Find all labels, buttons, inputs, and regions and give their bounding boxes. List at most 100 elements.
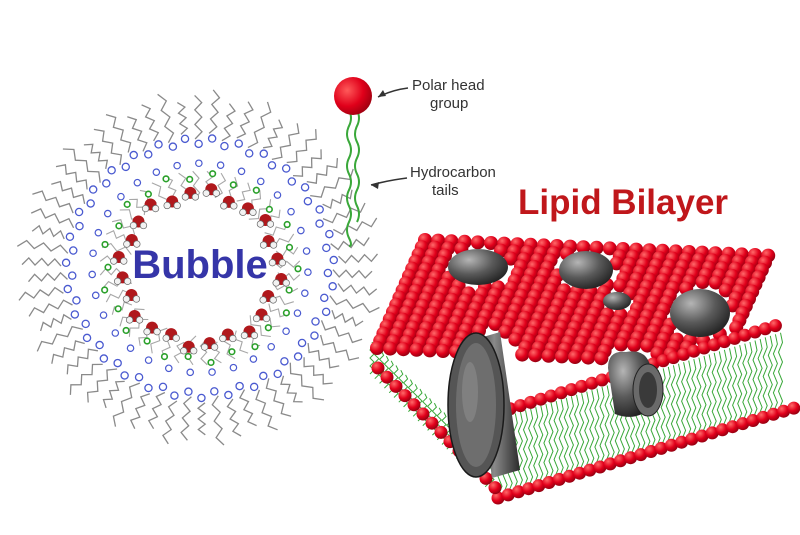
water-hydrogen [122, 295, 131, 303]
lower-head-ball-left [371, 361, 385, 375]
bilayer-tail-front [594, 388, 600, 467]
lipid-head-ball [508, 332, 523, 347]
water-hydrogen [110, 257, 118, 265]
lipid-tail [271, 123, 300, 161]
lipid-tail [93, 128, 123, 165]
lower-head-ball [613, 454, 627, 468]
lower-head-ball [726, 420, 740, 434]
counter-ion [144, 190, 152, 198]
lipid-tail-inner [268, 303, 289, 318]
lipid-head [102, 179, 111, 188]
lipid-tail [102, 380, 125, 409]
lipid-head-ball [614, 337, 628, 352]
lipid-head-ball [528, 348, 543, 363]
lipid-head [220, 141, 229, 151]
bilayer-tail-front [772, 334, 778, 413]
water-hydrogen [133, 240, 141, 248]
counter-ion [104, 263, 112, 271]
bilayer-tail-front [517, 411, 523, 490]
lipid-head [107, 166, 116, 175]
lower-head-ball-left [434, 425, 448, 439]
water-hydrogen [219, 334, 227, 343]
bubble-head-layer [61, 134, 338, 403]
lipid-tail [51, 180, 86, 205]
water-hydrogen [113, 277, 122, 285]
water-hydrogen [239, 208, 247, 216]
lipid-head [300, 183, 310, 192]
lipid-tail [31, 224, 65, 240]
water-hydrogen [256, 220, 265, 228]
lipid-head-inner [144, 356, 153, 364]
bilayer-tail-front [691, 358, 697, 438]
water-hydrogen [229, 334, 237, 343]
lipid-head [259, 371, 268, 381]
hydrocarbon-label-line2: tails [432, 182, 459, 199]
lipid-head-inner [297, 226, 305, 235]
lipid-head [197, 393, 206, 403]
lipid-head-ball [576, 240, 591, 255]
lipid-tail [211, 395, 225, 446]
lower-head-ball-left [416, 407, 430, 421]
lipid-tail-inner [273, 260, 301, 269]
water-hydrogen [268, 259, 277, 267]
counter-ion [101, 286, 109, 294]
hydrocarbon-tail-left [346, 109, 352, 247]
lipid-head-ball [498, 324, 513, 339]
lower-head-ball [644, 445, 658, 458]
lower-head-ball [695, 429, 709, 443]
protein-cylinder-left [447, 332, 520, 478]
lipid-head-ball [609, 256, 624, 271]
lipid-head [113, 358, 122, 368]
water-hydrogen [125, 316, 134, 324]
bilayer-tail-front [721, 349, 727, 428]
counter-ion [143, 337, 151, 345]
counter-ion [115, 222, 123, 230]
water-molecule [181, 186, 200, 201]
water-hydrogen [278, 259, 287, 267]
lipid-head [325, 229, 334, 239]
lower-head-ball [685, 432, 699, 446]
lower-head-ball-left [488, 481, 502, 495]
lipid-tail [332, 217, 378, 236]
hydrocarbon-callout: Hydrocarbon tails [370, 164, 496, 199]
bilayer-tail-front [711, 352, 717, 432]
lipid-tail [247, 101, 272, 149]
bilayer-tail-front [604, 385, 610, 464]
lower-head-ball [624, 451, 638, 465]
lipid-head-inner [208, 368, 216, 376]
lipid-tail [127, 116, 148, 152]
water-hydrogen [173, 201, 181, 210]
bilayer-tail-front [548, 402, 554, 481]
lipid-head [249, 382, 259, 392]
bilayer-tail-front [558, 399, 564, 478]
bubble-title: Bubble [132, 243, 268, 287]
lipid-tail [86, 368, 118, 403]
lipid-head-inner [229, 363, 238, 372]
water-molecule [129, 215, 148, 230]
bilayer-tail-front [757, 338, 763, 418]
lipid-head [224, 390, 233, 400]
bilayer-tail-front [599, 386, 605, 466]
water-hydrogen [262, 314, 271, 323]
lipid-head-inner [99, 311, 108, 319]
lipid-head-ball [554, 349, 569, 364]
protein-back-left [448, 249, 508, 285]
bilayer-tail-front [742, 343, 748, 422]
lipid-tail [36, 325, 83, 352]
lipid-tail [236, 101, 254, 139]
lipid-head-ball [504, 251, 518, 266]
lipid-tail [39, 313, 72, 332]
polar-head-ball [334, 77, 372, 115]
lower-head-ball-left [380, 370, 394, 384]
water-hydrogen [123, 240, 131, 248]
polar-head-callout: Polar head group [377, 77, 485, 112]
lipid-head-ball [484, 236, 498, 250]
lipid-head [315, 219, 324, 228]
protein-channel-center [608, 351, 664, 417]
water-hydrogen [151, 204, 160, 213]
lipid-tail [332, 269, 373, 279]
bilayer-tail-front [563, 397, 569, 477]
lipid-head [86, 199, 95, 208]
bilayer-tail-front [686, 360, 692, 439]
water-hydrogen [249, 208, 257, 216]
